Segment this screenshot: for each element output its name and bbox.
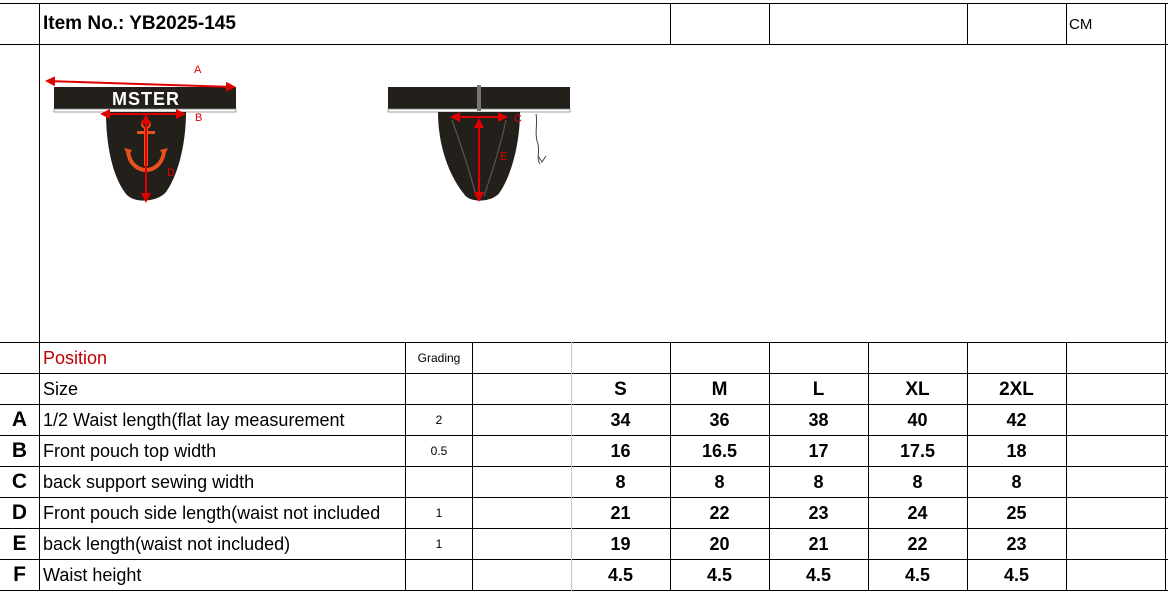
label-e: E <box>500 151 507 163</box>
grid-h-c <box>0 466 1168 467</box>
item-number: Item No.: YB2025-145 <box>43 13 236 34</box>
row-grading-e: 1 <box>435 537 443 551</box>
label-d: D <box>167 167 175 179</box>
row-letter-a: A <box>11 408 28 431</box>
grid-h-top <box>0 3 1168 4</box>
measure-arrow-a <box>45 76 236 92</box>
grid-v-label <box>39 3 40 591</box>
row-value-d-m: 22 <box>709 503 730 523</box>
row-letter-e: E <box>12 532 27 555</box>
row-value-d-xl: 24 <box>907 503 928 523</box>
row-name-d: Front pouch side length(waist not includ… <box>43 502 381 523</box>
row-value-c-s: 8 <box>615 472 626 492</box>
row-value-c-xl: 8 <box>912 472 923 492</box>
grid-v-m-low <box>769 342 770 591</box>
size-header-m: M <box>711 378 728 400</box>
grid-v-s <box>670 3 671 45</box>
row-value-c-2xl: 8 <box>1011 472 1022 492</box>
grid-v-l <box>868 342 869 591</box>
grading-header: Grading <box>417 351 461 365</box>
grid-h-a <box>0 404 1168 405</box>
row-value-a-2xl: 42 <box>1006 410 1027 430</box>
row-value-a-m: 36 <box>709 410 730 430</box>
grid-v-2xl-low <box>1066 342 1067 591</box>
garment-sketch: MSTER A B D C E <box>45 64 571 203</box>
row-grading-b: 0.5 <box>430 444 448 458</box>
grid-v-m <box>769 3 770 45</box>
unit-label: CM <box>1069 15 1093 33</box>
grid-v-grading-right <box>472 342 473 591</box>
size-header-xl: XL <box>905 378 930 400</box>
row-grading-c <box>406 467 472 497</box>
grid-v-xl-low <box>967 342 968 591</box>
row-value-f-m: 4.5 <box>706 565 733 585</box>
grid-h-d <box>0 497 1168 498</box>
row-value-d-l: 23 <box>808 503 829 523</box>
grid-h-e <box>0 528 1168 529</box>
row-value-e-s: 19 <box>610 534 631 554</box>
grid-v-right <box>1165 3 1166 591</box>
row-value-a-s: 34 <box>610 410 631 430</box>
row-grading-d: 1 <box>435 506 443 520</box>
brand-logo-text: MSTER <box>112 89 180 109</box>
row-value-d-2xl: 25 <box>1006 503 1027 523</box>
position-label: Position <box>43 347 108 368</box>
label-c: C <box>514 113 522 125</box>
row-value-e-2xl: 23 <box>1006 534 1027 554</box>
row-value-a-l: 38 <box>808 410 829 430</box>
row-value-b-m: 16.5 <box>701 441 738 461</box>
row-value-b-xl: 17.5 <box>899 441 936 461</box>
label-b: B <box>195 112 202 124</box>
row-letter-f: F <box>13 563 26 586</box>
row-value-f-2xl: 4.5 <box>1003 565 1030 585</box>
grid-v-grading-left <box>405 342 406 591</box>
row-grading-f <box>406 560 472 590</box>
row-grading-a: 2 <box>435 413 443 427</box>
grid-h-f <box>0 559 1168 560</box>
row-name-e: back length(waist not included) <box>43 533 291 554</box>
back-view-drawing: C E <box>387 85 571 202</box>
size-header-l: L <box>812 378 825 400</box>
row-value-e-l: 21 <box>808 534 829 554</box>
grid-v-xl <box>967 3 968 45</box>
row-value-a-xl: 40 <box>907 410 928 430</box>
grid-h-bottom <box>0 590 1168 591</box>
grid-v-blank <box>571 342 572 591</box>
row-value-b-s: 16 <box>610 441 631 461</box>
row-value-f-s: 4.5 <box>607 565 634 585</box>
size-label: Size <box>43 378 79 399</box>
grid-h-b <box>0 435 1168 436</box>
row-value-f-xl: 4.5 <box>904 565 931 585</box>
row-value-d-s: 21 <box>610 503 631 523</box>
row-value-c-m: 8 <box>714 472 725 492</box>
row-value-b-l: 17 <box>808 441 829 461</box>
size-header-s: S <box>614 378 627 400</box>
row-name-f: Waist height <box>43 564 142 585</box>
label-a: A <box>194 64 202 76</box>
grid-h-position <box>0 342 1168 343</box>
grid-h-size <box>0 373 1168 374</box>
grid-h-title <box>0 44 1168 45</box>
row-letter-d: D <box>11 501 28 524</box>
row-letter-b: B <box>11 439 28 462</box>
row-value-e-m: 20 <box>709 534 730 554</box>
row-value-b-2xl: 18 <box>1006 441 1027 461</box>
row-value-c-l: 8 <box>813 472 824 492</box>
front-view-drawing: MSTER A B D <box>45 64 237 203</box>
row-name-c: back support sewing width <box>43 471 255 492</box>
row-letter-c: C <box>11 470 28 493</box>
row-name-a: 1/2 Waist length(flat lay measurement <box>43 409 345 430</box>
grid-v-2xl <box>1066 3 1067 45</box>
row-name-b: Front pouch top width <box>43 440 217 461</box>
grid-v-s-low <box>670 342 671 591</box>
size-header-2xl: 2XL <box>999 378 1034 400</box>
row-value-e-xl: 22 <box>907 534 928 554</box>
row-value-f-l: 4.5 <box>805 565 832 585</box>
